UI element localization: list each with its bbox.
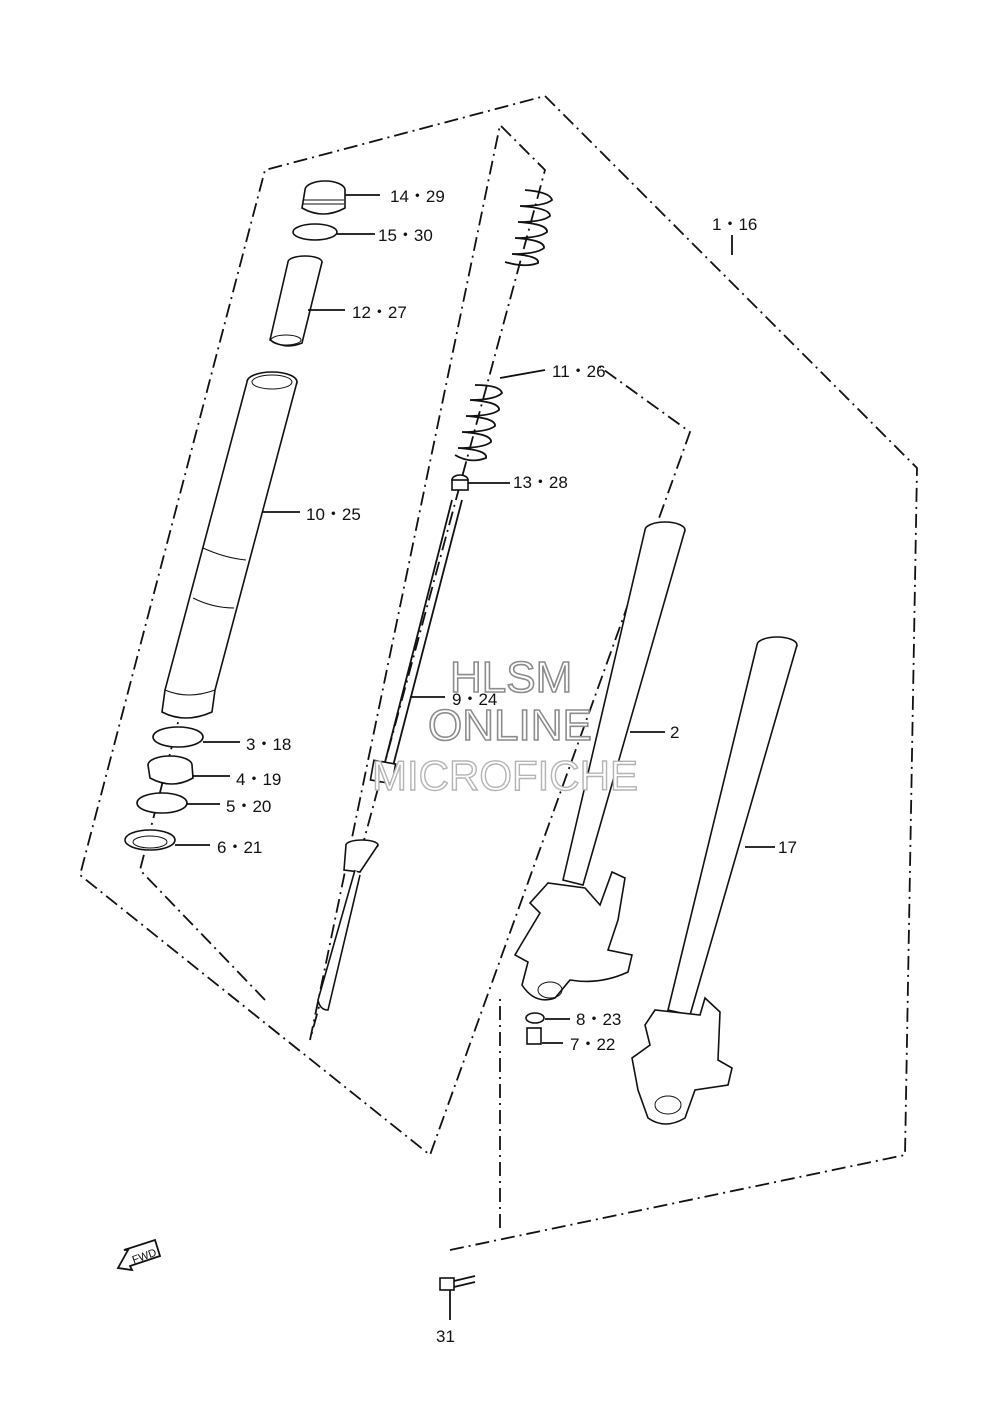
callout-8-23: 8・23 <box>576 1010 621 1029</box>
washer-part <box>525 1012 570 1024</box>
callout-13-28: 13・28 <box>513 473 568 492</box>
o-ring-part <box>292 223 375 241</box>
dust-seal-part <box>152 726 240 748</box>
callout-31: 31 <box>436 1327 455 1346</box>
axle-pinch-bolt-part <box>439 1275 476 1320</box>
watermark-line-2: ONLINE <box>428 701 592 750</box>
outer-tube-part <box>161 371 300 719</box>
callout-11-26: 11・26 <box>552 362 606 381</box>
inner-tube-right-part <box>631 636 798 1125</box>
callout-17: 17 <box>778 838 797 857</box>
callout-2: 2 <box>670 723 679 742</box>
callout-15-30: 15・30 <box>378 226 433 245</box>
group-outlines <box>78 94 918 1251</box>
fwd-arrow-icon: FWD <box>116 1238 162 1272</box>
bolt-part <box>526 1027 563 1045</box>
fork-cap-part <box>301 180 380 215</box>
watermark-line-1: HLSM <box>450 653 572 702</box>
callout-1-16: 1・16 <box>712 215 757 234</box>
piston-ring-part <box>451 474 510 491</box>
callout-9-24: 9・24 <box>452 690 497 709</box>
callout-10-25: 10・25 <box>306 505 361 524</box>
spacer-part <box>269 255 345 347</box>
callout-7-22: 7・22 <box>570 1035 615 1054</box>
callout-4-19: 4・19 <box>236 770 281 789</box>
callout-12-27: 12・27 <box>352 303 407 322</box>
watermark: HLSM ONLINE MICROFICHE <box>371 652 638 800</box>
callout-14-29: 14・29 <box>390 187 445 206</box>
damper-rod-part <box>317 499 463 1011</box>
callout-3-18: 3・18 <box>246 735 291 754</box>
stopper-ring-part <box>136 792 220 814</box>
callout-5-20: 5・20 <box>226 797 271 816</box>
watermark-line-3: MICROFICHE <box>372 752 638 799</box>
seal-part <box>124 829 210 851</box>
callout-6-21: 6・21 <box>217 838 262 857</box>
inner-tube-left-part <box>513 521 686 1001</box>
fork-spring-part <box>454 189 554 462</box>
callout-labels: 1・16 2 3・18 4・19 5・20 6・21 7・22 8・23 9・2… <box>217 187 797 1346</box>
oil-seal-part <box>147 755 230 785</box>
